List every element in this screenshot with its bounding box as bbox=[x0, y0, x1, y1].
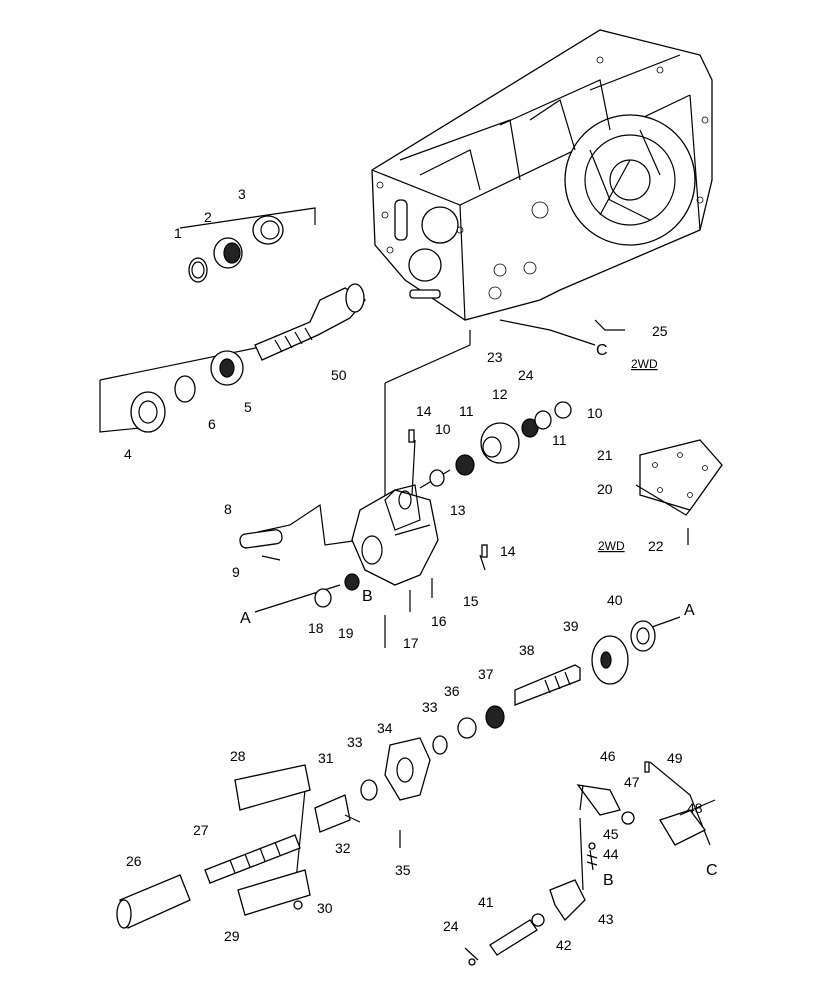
variant-notes: 2WD 2WD bbox=[598, 357, 658, 553]
front-housing-13 bbox=[239, 484, 439, 648]
part-label-29: 29 bbox=[224, 928, 240, 944]
part-label-17: 17 bbox=[403, 635, 419, 651]
part-label-24a: 24 bbox=[518, 367, 534, 383]
part-label-11b: 11 bbox=[552, 432, 567, 448]
part-label-39: 39 bbox=[563, 618, 579, 634]
part-label-34: 34 bbox=[377, 720, 393, 736]
part-label-24b: 24 bbox=[443, 918, 459, 934]
part-label-1: 1 bbox=[174, 225, 182, 241]
part-label-5: 5 bbox=[244, 399, 252, 415]
part-label-31: 31 bbox=[318, 750, 334, 766]
ref-letter-a-right: A bbox=[684, 602, 695, 619]
sleeve-shaft-group bbox=[116, 764, 361, 929]
part-label-25: 25 bbox=[652, 323, 668, 339]
part-label-41: 41 bbox=[478, 894, 494, 910]
part-label-32: 32 bbox=[335, 840, 351, 856]
ref-letter-b-lower: B bbox=[603, 872, 614, 889]
part-label-30: 30 bbox=[317, 900, 333, 916]
part-label-2: 2 bbox=[204, 209, 212, 225]
ref-letter-c-upper: C bbox=[596, 342, 608, 359]
cover-plate bbox=[635, 439, 723, 545]
part-label-21: 21 bbox=[597, 447, 613, 463]
transmission-housing bbox=[371, 29, 713, 321]
part-label-50: 50 bbox=[331, 367, 347, 383]
ref-letter-a-left: A bbox=[240, 610, 251, 627]
part-label-47: 47 bbox=[624, 774, 640, 790]
part-label-13: 13 bbox=[450, 502, 466, 518]
upper-shaft-group bbox=[130, 215, 366, 433]
part-label-14b: 14 bbox=[500, 543, 516, 559]
part-label-27: 27 bbox=[193, 822, 209, 838]
part-label-20: 20 bbox=[597, 481, 613, 497]
part-label-11a: 11 bbox=[459, 403, 474, 419]
part-label-14a: 14 bbox=[416, 403, 432, 419]
part-label-48: 48 bbox=[687, 800, 703, 816]
part-label-12: 12 bbox=[492, 386, 508, 402]
part-label-33a: 33 bbox=[347, 734, 363, 750]
part-label-23: 23 bbox=[487, 349, 503, 365]
part-label-10a: 10 bbox=[435, 421, 451, 437]
part-label-6: 6 bbox=[208, 416, 216, 432]
reference-letters: A A B B C C bbox=[240, 342, 718, 889]
part-label-40: 40 bbox=[607, 592, 623, 608]
note-2wd-upper: 2WD bbox=[631, 357, 658, 371]
part-labels: 1 2 3 4 5 6 8 9 10 10 11 11 12 13 14 14 … bbox=[124, 186, 703, 953]
part-label-46: 46 bbox=[600, 748, 616, 764]
part-label-19: 19 bbox=[338, 625, 354, 641]
part-label-15: 15 bbox=[463, 593, 479, 609]
ref-letter-b-upper: B bbox=[362, 588, 373, 605]
shift-lever-group bbox=[468, 761, 716, 966]
part-label-38: 38 bbox=[519, 642, 535, 658]
part-label-9: 9 bbox=[232, 564, 240, 580]
part-label-45: 45 bbox=[603, 826, 619, 842]
part-label-33b: 33 bbox=[422, 699, 438, 715]
part-label-36: 36 bbox=[444, 683, 460, 699]
lower-shaft-group bbox=[360, 620, 656, 848]
part-label-18: 18 bbox=[308, 620, 324, 636]
part-label-42: 42 bbox=[556, 937, 572, 953]
part-label-4: 4 bbox=[124, 446, 132, 462]
part-label-16: 16 bbox=[431, 613, 447, 629]
part-label-49: 49 bbox=[667, 750, 683, 766]
part-label-22: 22 bbox=[648, 538, 664, 554]
part-label-3: 3 bbox=[238, 186, 246, 202]
part-label-37: 37 bbox=[478, 666, 494, 682]
idler-gear-group bbox=[408, 401, 572, 558]
part-label-8: 8 bbox=[224, 501, 232, 517]
ref-letter-c-lower: C bbox=[706, 862, 718, 879]
part-label-10b: 10 bbox=[587, 405, 603, 421]
part-label-35: 35 bbox=[395, 862, 411, 878]
part-label-26: 26 bbox=[126, 853, 142, 869]
part-label-44: 44 bbox=[603, 846, 619, 862]
note-2wd-lower: 2WD bbox=[598, 539, 625, 553]
part-label-28: 28 bbox=[230, 748, 246, 764]
part-label-43: 43 bbox=[598, 911, 614, 927]
